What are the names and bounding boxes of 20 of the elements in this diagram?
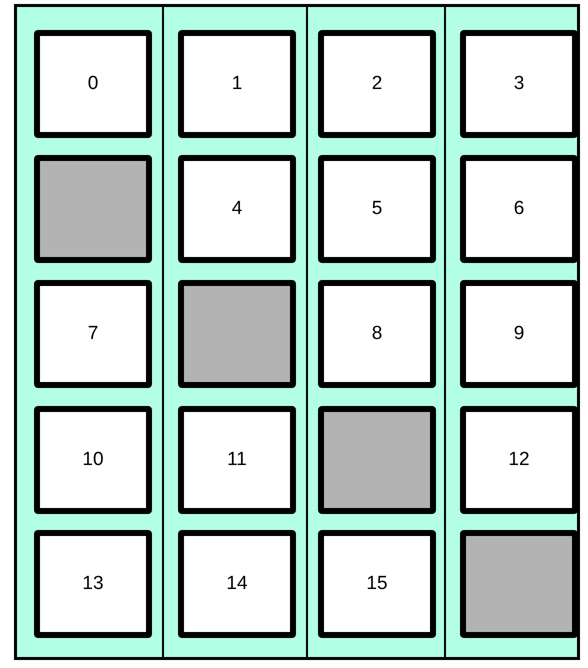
shaded-box	[34, 155, 152, 263]
numbered-box: 5	[318, 155, 436, 263]
numbered-box: 0	[34, 30, 152, 138]
numbered-box: 14	[178, 530, 296, 638]
numbered-box: 10	[34, 406, 152, 514]
numbered-box: 6	[460, 155, 578, 263]
shaded-box	[318, 406, 436, 514]
numbered-box: 8	[318, 280, 436, 388]
numbered-box: 1	[178, 30, 296, 138]
numbered-box: 12	[460, 406, 578, 514]
numbered-box: 3	[460, 30, 578, 138]
numbered-box: 15	[318, 530, 436, 638]
numbered-box: 9	[460, 280, 578, 388]
shaded-box	[460, 530, 578, 638]
shaded-box	[178, 280, 296, 388]
numbered-box: 2	[318, 30, 436, 138]
numbered-box: 11	[178, 406, 296, 514]
numbered-box: 7	[34, 280, 152, 388]
numbered-box: 4	[178, 155, 296, 263]
numbered-box: 13	[34, 530, 152, 638]
